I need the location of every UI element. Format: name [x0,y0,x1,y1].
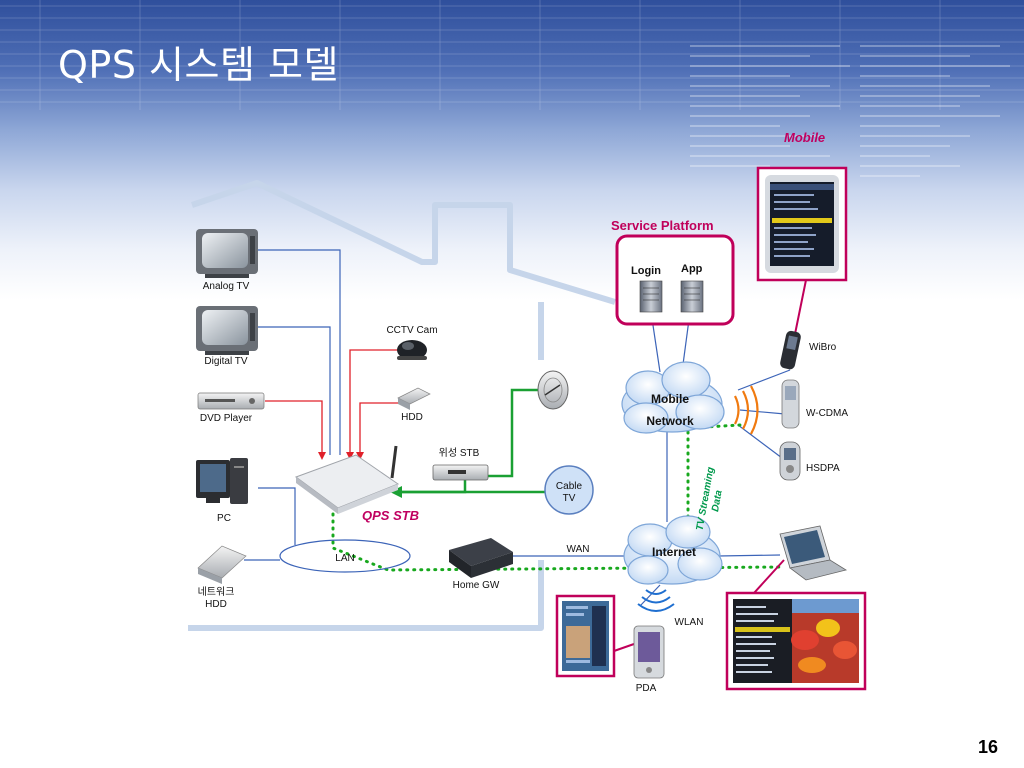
login-server-icon [639,280,663,313]
streaming-path [331,423,782,572]
pda-screen-thumbnail [555,594,616,678]
red-links [265,349,400,455]
internet-cloud [623,515,723,585]
network-hdd-label: 네트워크 HDD [197,587,235,610]
hdd-label: HDD [401,412,423,423]
qps-stb-label: QPS STB [362,508,420,523]
mobile-wireless-waves [734,385,759,435]
mobile-label: Mobile [784,130,826,145]
wibro-phone-icon [780,330,801,370]
wibro-label: WiBro [809,342,837,353]
qps-stb-icon [294,445,400,514]
green-arrowhead [390,486,402,498]
analog-tv-icon [196,229,258,278]
wcdma-phone-icon [781,379,800,429]
home-gw-label: Home GW [452,580,500,591]
lan-ring [279,539,411,573]
hdd-icon [397,387,431,410]
blue-links [244,249,791,607]
satellite-dish-icon [537,370,569,410]
digital-tv-icon [196,306,258,355]
service-platform-box [615,234,735,326]
mobile-network-cloud [621,361,725,434]
hsdpa-phone-icon [779,441,801,481]
cctv-cam-label: CCTV Cam [386,325,438,336]
network-hdd-icon [197,545,247,584]
red-arrowheads [318,452,364,460]
pda-device-icon [633,625,665,679]
cable-tv-node [544,465,594,515]
slide-title: QPS 시스템 모델 [58,43,339,87]
wcdma-label: W-CDMA [806,408,849,419]
mobile-network-label: Mobile Network [646,392,694,428]
digital-tv-label: Digital TV [204,356,248,367]
wan-label: WAN [566,544,590,555]
green-links [400,388,545,494]
satellite-stb-label: 위성 STB [438,448,480,459]
dvd-player-icon [197,392,265,410]
pc-icon [196,458,248,504]
mobile-screen-thumbnail [756,166,848,282]
house-outline [188,180,616,631]
analog-tv-label: Analog TV [202,281,250,292]
laptop-icon [779,525,848,581]
pda-label: PDA [635,683,657,694]
home-gw-icon [449,538,513,578]
header-decoration [0,0,1024,110]
cctv-cam-icon [397,340,427,360]
internet-label: Internet [651,545,697,559]
tv-channel-thumbnail [725,591,867,691]
cable-tv-label: Cable TV [555,481,583,504]
app-server-label: App [681,263,703,275]
login-server-label: Login [631,265,661,277]
app-server-icon [680,280,704,313]
service-platform-title: Service Platform [611,218,714,233]
hsdpa-label: HSDPA [806,463,840,474]
lan-label: LAN [335,553,355,564]
wlan-label: WLAN [674,617,704,628]
satellite-stb-icon [432,464,489,481]
header-code-text [690,45,1010,177]
page-number: 16 [977,737,998,757]
pc-label: PC [217,513,231,524]
dvd-player-label: DVD Player [199,413,253,424]
wlan-waves [637,589,675,612]
